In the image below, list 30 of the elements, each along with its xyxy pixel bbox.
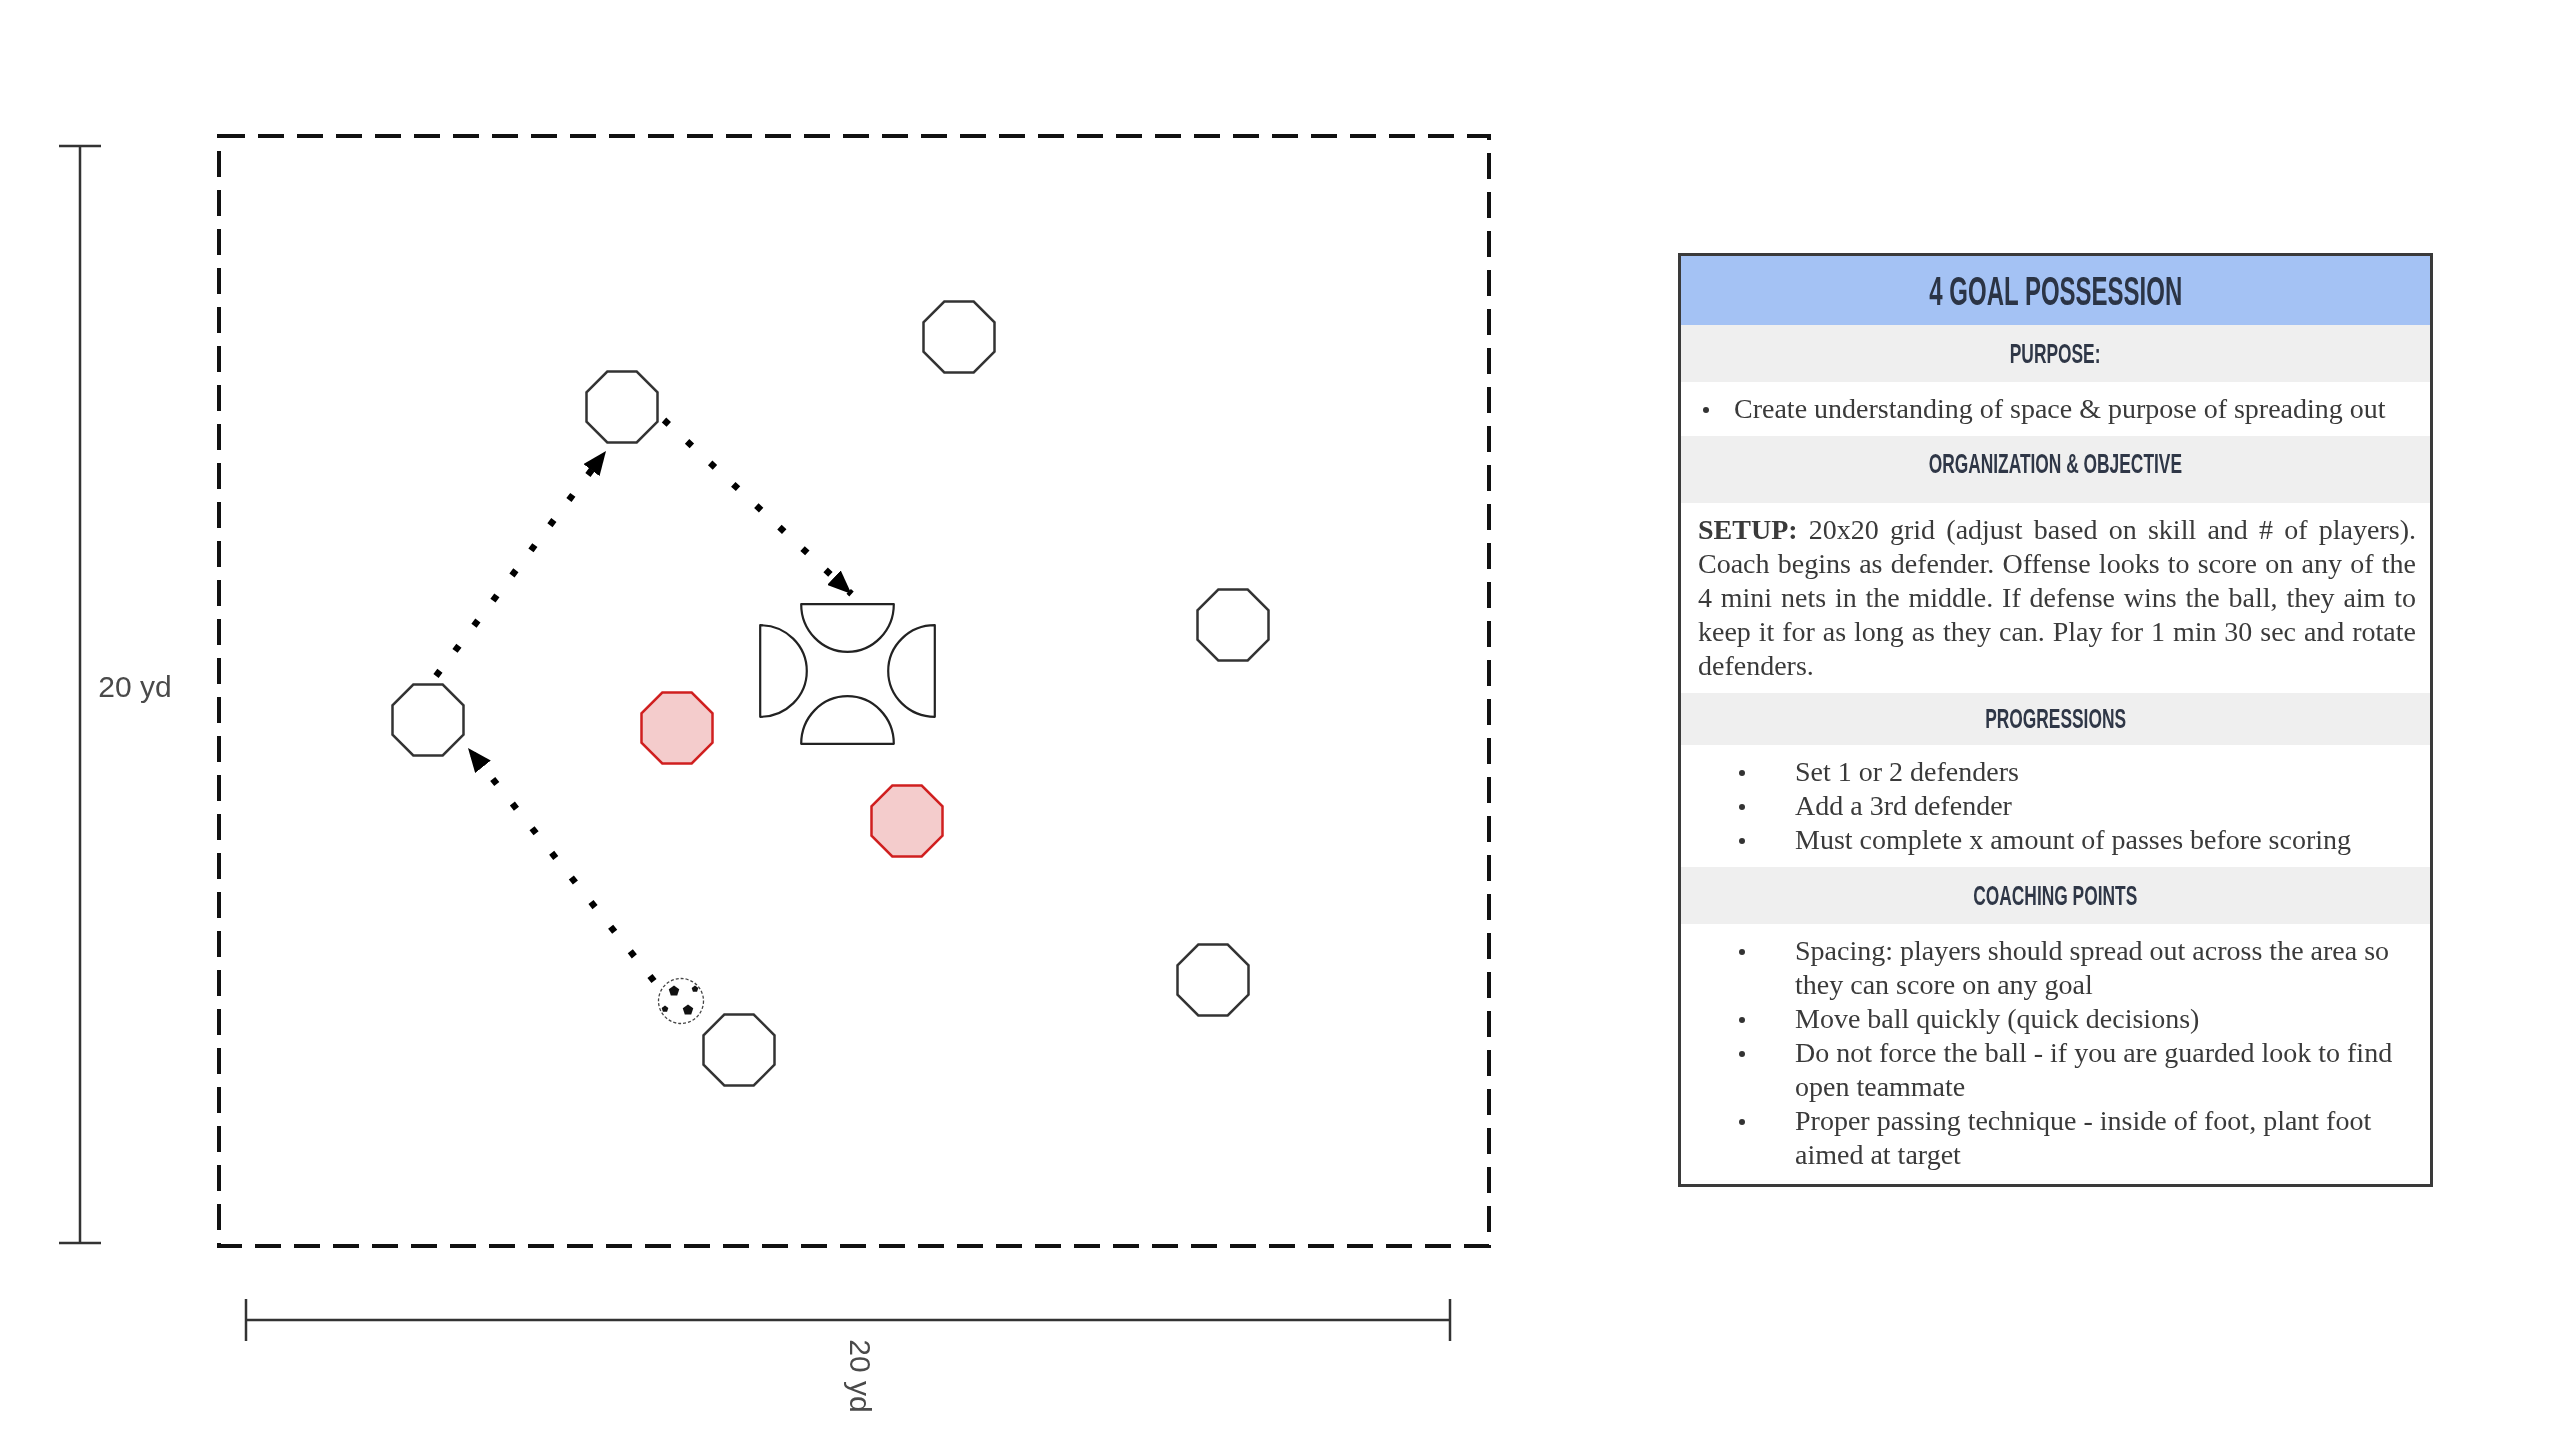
dotted-arrow [661, 417, 854, 597]
octagon-marker [1176, 943, 1250, 1017]
dotted-arrow [433, 449, 609, 678]
section-heading: ORGANIZATION & OBJECTIVE [1681, 436, 2430, 503]
info-panel [1678, 253, 2433, 1187]
octagon-marker [1196, 588, 1270, 662]
bullet-point-text: Do not force the ball - if you are guarded look to find open teammate [1795, 1036, 2394, 1104]
dotted-arrow [465, 745, 657, 984]
octagon-marker [640, 691, 714, 765]
bullet-point-text: Proper passing technique - inside of foot, plant foot aimed at target [1795, 1104, 2373, 1172]
section-heading: PURPOSE: [1681, 325, 2430, 382]
title-banner: 4 GOAL POSSESSION [1681, 256, 2430, 325]
bullet-point-text: Create understanding of space & purpose of spreading out [1734, 392, 2386, 426]
dimension-label: 20 yd [98, 670, 172, 704]
bullet-point-text: Move ball quickly (quick decisions) [1795, 1002, 2200, 1036]
paragraph: SETUP: 20x20 grid (adjust based on skill and # of players). Coach begins as defender. Offense looks to score on any of the 4 mini nets in the middle. If defense wins the ball, they aim to keep it for as long as they can. Play for 1 min 30 sec and rotate defenders. [1697, 513, 2417, 683]
dimension-label: 20 yd [843, 1339, 877, 1413]
octagon-marker [702, 1013, 776, 1087]
bullet-point-text: Spacing: players should spread out across the area so they can score on any goal [1795, 934, 2391, 1002]
bullet-point-text: Must complete x amount of passes before scoring [1795, 823, 2351, 857]
bullet-point-text: Set 1 or 2 defenders [1795, 755, 2019, 789]
section-heading: COACHING POINTS [1681, 867, 2430, 924]
dashed-field-boundary [217, 134, 1491, 1248]
octagon-marker [922, 300, 996, 374]
octagon-marker [870, 784, 944, 858]
octagon-marker [585, 370, 659, 444]
section-heading: PROGRESSIONS [1681, 693, 2430, 745]
soccer-ball-icon [657, 977, 705, 1025]
octagon-marker [391, 683, 465, 757]
bullet-point-text: Add a 3rd defender [1795, 789, 2012, 823]
